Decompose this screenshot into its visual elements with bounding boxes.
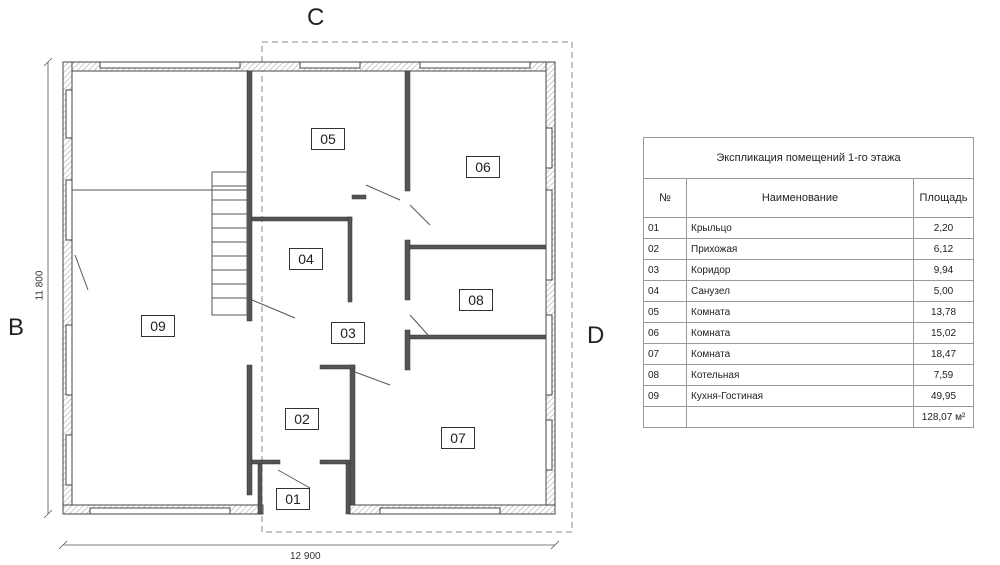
room-label-02: 02	[285, 408, 319, 430]
row-area: 5,00	[913, 280, 974, 302]
thin-lines	[72, 171, 431, 489]
row-name: Коридор	[686, 259, 914, 281]
table-row: 01 Крыльцо 2,20	[643, 217, 974, 239]
table-row: 07 Комната 18,47	[643, 343, 974, 365]
dimension-lines	[43, 57, 560, 550]
row-number: 04	[643, 280, 687, 302]
row-number: 07	[643, 343, 687, 365]
table-row: 06 Комната 15,02	[643, 322, 974, 344]
table-row: 08 Котельная 7,59	[643, 364, 974, 386]
axis-c-label: C	[307, 4, 325, 31]
row-number: 05	[643, 301, 687, 323]
row-name: Кухня-Гостиная	[686, 385, 914, 407]
projection-outline	[261, 41, 573, 533]
row-name: Прихожая	[686, 238, 914, 260]
row-name: Санузел	[686, 280, 914, 302]
row-number: 01	[643, 217, 687, 239]
row-area: 2,20	[913, 217, 974, 239]
row-number: 03	[643, 259, 687, 281]
room-label-07: 07	[441, 427, 475, 449]
outer-walls	[62, 61, 556, 515]
floor-plan	[43, 41, 573, 550]
axis-b-label: B	[8, 314, 25, 341]
row-name: Крыльцо	[686, 217, 914, 239]
table-row: 03 Коридор 9,94	[643, 259, 974, 281]
row-area: 7,59	[913, 364, 974, 386]
row-area: 6,12	[913, 238, 974, 260]
room-label-09: 09	[141, 315, 175, 337]
row-name: Котельная	[686, 364, 914, 386]
header-number: №	[643, 178, 687, 218]
row-name: Комната	[686, 343, 914, 365]
table-row: 04 Санузел 5,00	[643, 280, 974, 302]
room-schedule-table: Экспликация помещений 1-го этажа № Наиме…	[643, 137, 974, 428]
row-area: 18,47	[913, 343, 974, 365]
room-label-06: 06	[466, 156, 500, 178]
row-number: 02	[643, 238, 687, 260]
row-number: 08	[643, 364, 687, 386]
row-number: 06	[643, 322, 687, 344]
width-dimension: 12 900	[290, 551, 321, 562]
interior-walls	[246, 70, 547, 515]
header-area: Площадь	[913, 178, 974, 218]
row-name: Комната	[686, 322, 914, 344]
table-total-row: 128,07 м²	[643, 406, 974, 428]
row-number: 09	[643, 385, 687, 407]
row-area: 9,94	[913, 259, 974, 281]
table-title: Экспликация помещений 1-го этажа	[643, 137, 974, 179]
row-area: 13,78	[913, 301, 974, 323]
height-dimension: 11 800	[34, 270, 46, 301]
row-name: Комната	[686, 301, 914, 323]
room-label-04: 04	[289, 248, 323, 270]
table-row: 09 Кухня-Гостиная 49,95	[643, 385, 974, 407]
room-label-01: 01	[276, 488, 310, 510]
total-area: 128,07 м²	[913, 406, 974, 428]
axis-d-label: D	[587, 322, 605, 349]
table-row: 02 Прихожая 6,12	[643, 238, 974, 260]
room-label-08: 08	[459, 289, 493, 311]
table-row: 05 Комната 13,78	[643, 301, 974, 323]
row-area: 49,95	[913, 385, 974, 407]
row-area: 15,02	[913, 322, 974, 344]
room-label-05: 05	[311, 128, 345, 150]
room-label-03: 03	[331, 322, 365, 344]
header-name: Наименование	[686, 178, 914, 218]
windows	[65, 61, 553, 515]
